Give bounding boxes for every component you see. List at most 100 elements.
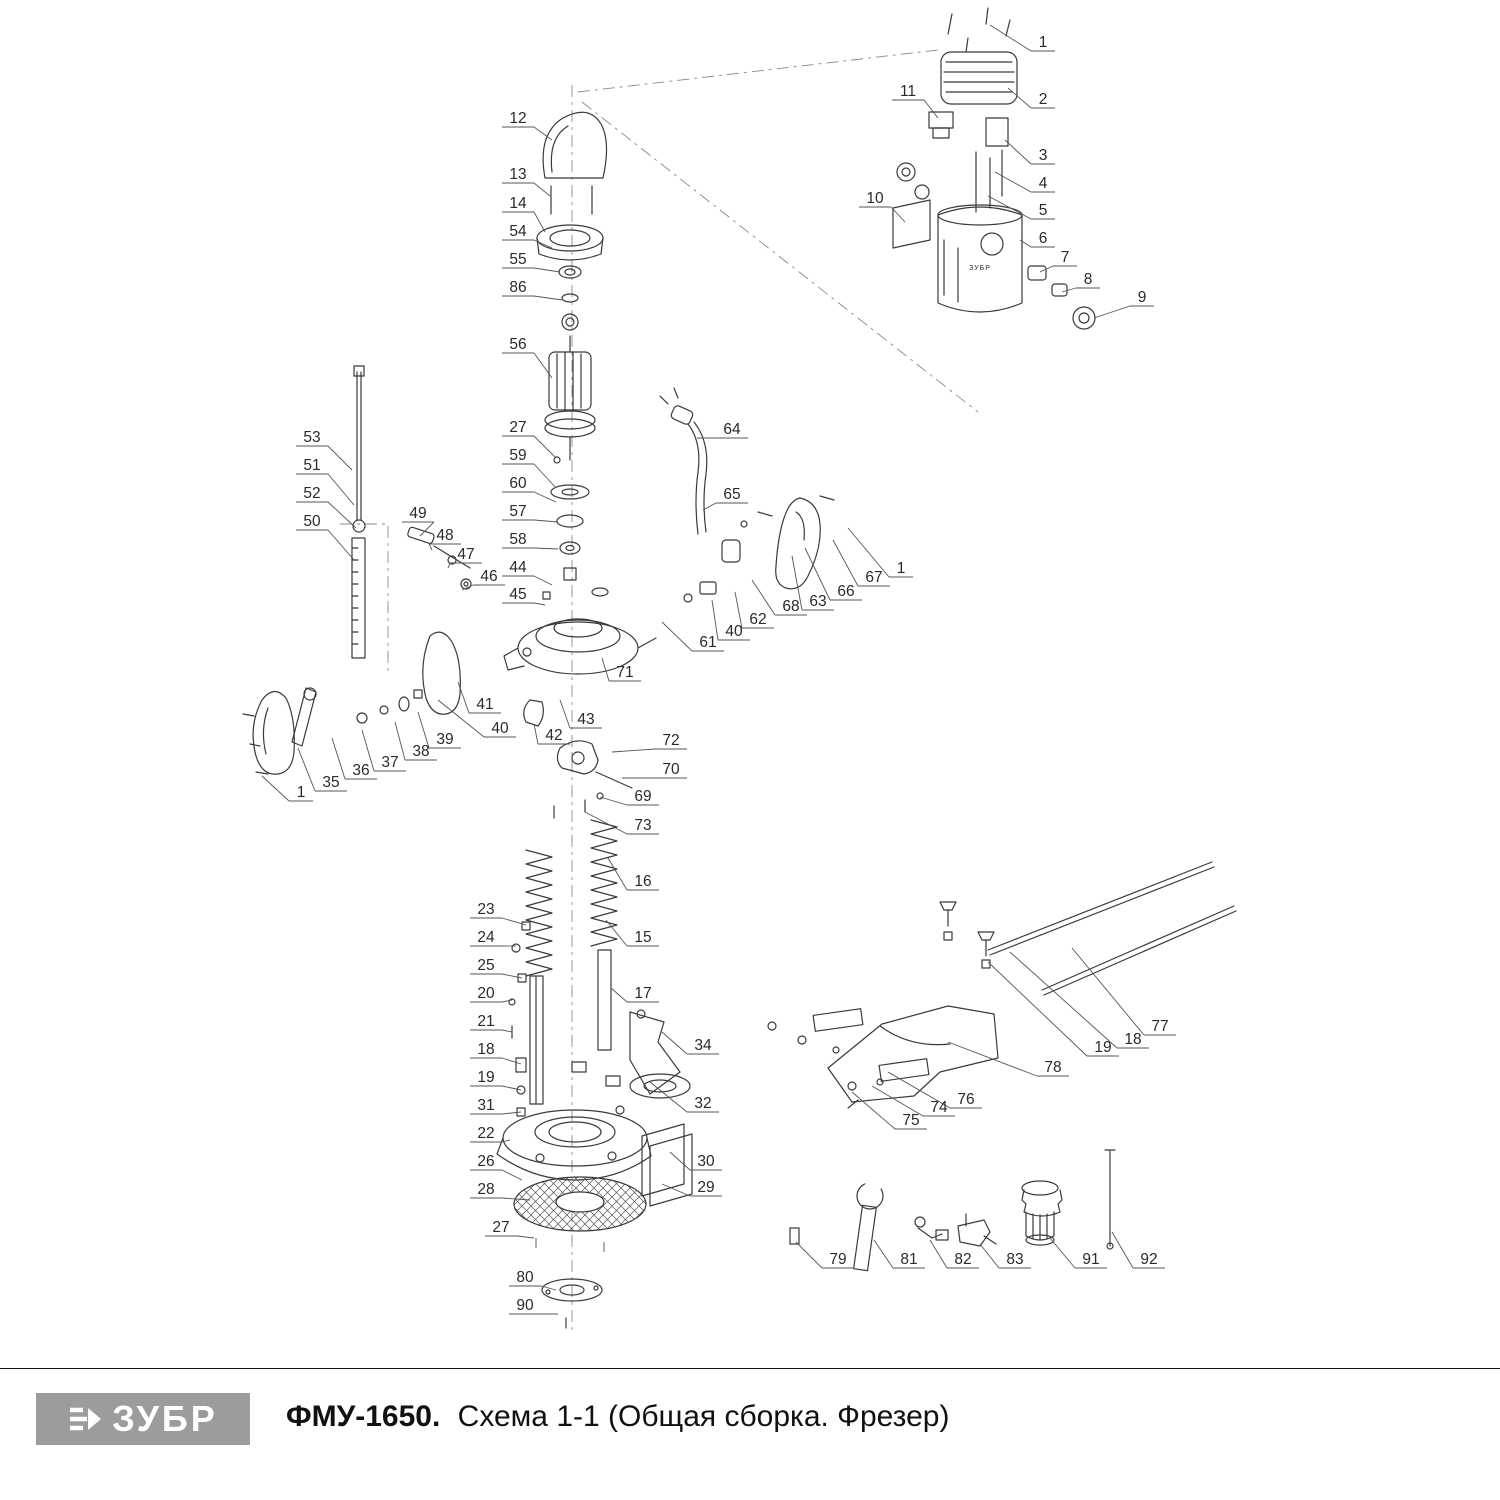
svg-text:44: 44: [509, 559, 527, 576]
svg-text:86: 86: [509, 279, 526, 296]
callout-64: 64: [697, 421, 748, 439]
callout-47: 47: [447, 546, 482, 569]
callout-79: 79: [795, 1241, 854, 1269]
svg-text:40: 40: [491, 720, 509, 737]
callout-67: 67: [832, 539, 890, 587]
callout-50: 50: [296, 513, 355, 561]
svg-text:28: 28: [477, 1181, 494, 1198]
callout-77: 77: [1071, 947, 1176, 1036]
callout-86: 86: [502, 279, 563, 301]
svg-text:10: 10: [866, 190, 884, 207]
svg-text:32: 32: [694, 1095, 711, 1112]
callout-63: 63: [791, 555, 834, 611]
callout-75: 75: [851, 1091, 927, 1130]
callout-24: 24: [470, 929, 516, 947]
sketch-lock-lever: [553, 740, 633, 819]
svg-text:54: 54: [509, 223, 527, 240]
callout-40: 40: [711, 599, 750, 641]
sketch-sole-plate: [513, 1176, 647, 1252]
callout-10: 10: [859, 190, 906, 223]
callout-53: 53: [296, 429, 353, 471]
callout-1: 1: [847, 527, 913, 578]
svg-text:65: 65: [723, 486, 740, 503]
zubr-arrow-icon: [70, 1407, 102, 1431]
callout-14: 14: [502, 195, 546, 233]
construction-lines: [340, 49, 979, 1332]
diagram-title: ФМУ-1650. Схема 1-1 (Общая сборка. Фрезе…: [286, 1400, 949, 1434]
sketch-plates: [641, 1123, 693, 1207]
svg-text:66: 66: [837, 583, 854, 600]
svg-text:59: 59: [509, 447, 526, 464]
svg-text:9: 9: [1138, 289, 1147, 306]
callout-27: 27: [502, 419, 557, 459]
svg-text:76: 76: [957, 1091, 974, 1108]
callout-18: 18: [470, 1041, 522, 1065]
callout-59: 59: [502, 447, 557, 489]
callout-43: 43: [559, 699, 602, 729]
svg-text:18: 18: [477, 1041, 494, 1058]
svg-text:29: 29: [697, 1179, 714, 1196]
svg-text:19: 19: [1094, 1039, 1111, 1056]
svg-text:22: 22: [477, 1125, 494, 1142]
callout-16: 16: [607, 857, 659, 891]
callout-46: 46: [461, 568, 505, 591]
callout-55: 55: [502, 251, 561, 273]
svg-text:62: 62: [749, 611, 766, 628]
svg-text:60: 60: [509, 475, 527, 492]
callout-81: 81: [873, 1239, 925, 1269]
svg-text:18: 18: [1124, 1031, 1141, 1048]
svg-text:7: 7: [1061, 249, 1070, 266]
svg-text:46: 46: [480, 568, 497, 585]
sketch-left-handle: [242, 631, 461, 775]
svg-text:12: 12: [509, 110, 526, 127]
svg-text:45: 45: [509, 586, 526, 603]
svg-text:79: 79: [829, 1251, 846, 1268]
svg-text:35: 35: [322, 774, 339, 791]
sketch-parallel-fence: [767, 861, 1237, 1109]
svg-text:58: 58: [509, 531, 526, 548]
svg-text:37: 37: [381, 754, 398, 771]
svg-text:92: 92: [1140, 1251, 1157, 1268]
callout-92: 92: [1111, 1231, 1165, 1269]
callout-1: 1: [989, 24, 1055, 52]
callout-49: 49: [402, 505, 435, 537]
callout-78: 78: [947, 1041, 1069, 1077]
callout-1: 1: [261, 775, 313, 802]
callout-48: 48: [428, 527, 461, 551]
sketch-accessories: [789, 1149, 1116, 1272]
callout-90: 90: [509, 1297, 558, 1315]
svg-text:78: 78: [1044, 1059, 1061, 1076]
callout-18: 18: [1009, 951, 1149, 1049]
callout-5: 5: [987, 195, 1055, 220]
svg-text:68: 68: [782, 598, 799, 615]
svg-text:13: 13: [509, 166, 526, 183]
callout-17: 17: [610, 985, 659, 1003]
svg-text:16: 16: [634, 873, 651, 890]
svg-text:15: 15: [634, 929, 651, 946]
svg-text:56: 56: [509, 336, 526, 353]
svg-text:80: 80: [516, 1269, 534, 1286]
svg-text:57: 57: [509, 503, 526, 520]
callout-19: 19: [470, 1069, 522, 1091]
svg-text:3: 3: [1039, 147, 1048, 164]
sketch-columns: [508, 921, 625, 1117]
callout-51: 51: [296, 457, 355, 506]
callout-23: 23: [470, 901, 527, 926]
sketch-dust-port: [629, 1009, 691, 1099]
callout-26: 26: [470, 1153, 523, 1181]
svg-text:14: 14: [509, 195, 527, 212]
svg-text:48: 48: [436, 527, 453, 544]
callout-27: 27: [485, 1219, 535, 1239]
sketch-guide-bushing: [541, 1278, 603, 1329]
callout-37: 37: [361, 729, 406, 772]
svg-text:1: 1: [297, 784, 306, 801]
svg-text:67: 67: [865, 569, 882, 586]
svg-text:47: 47: [457, 546, 474, 563]
model-number: ФМУ-1650.: [286, 1400, 441, 1433]
callout-54: 54: [502, 223, 553, 249]
svg-text:83: 83: [1006, 1251, 1023, 1268]
callout-56: 56: [502, 336, 553, 379]
